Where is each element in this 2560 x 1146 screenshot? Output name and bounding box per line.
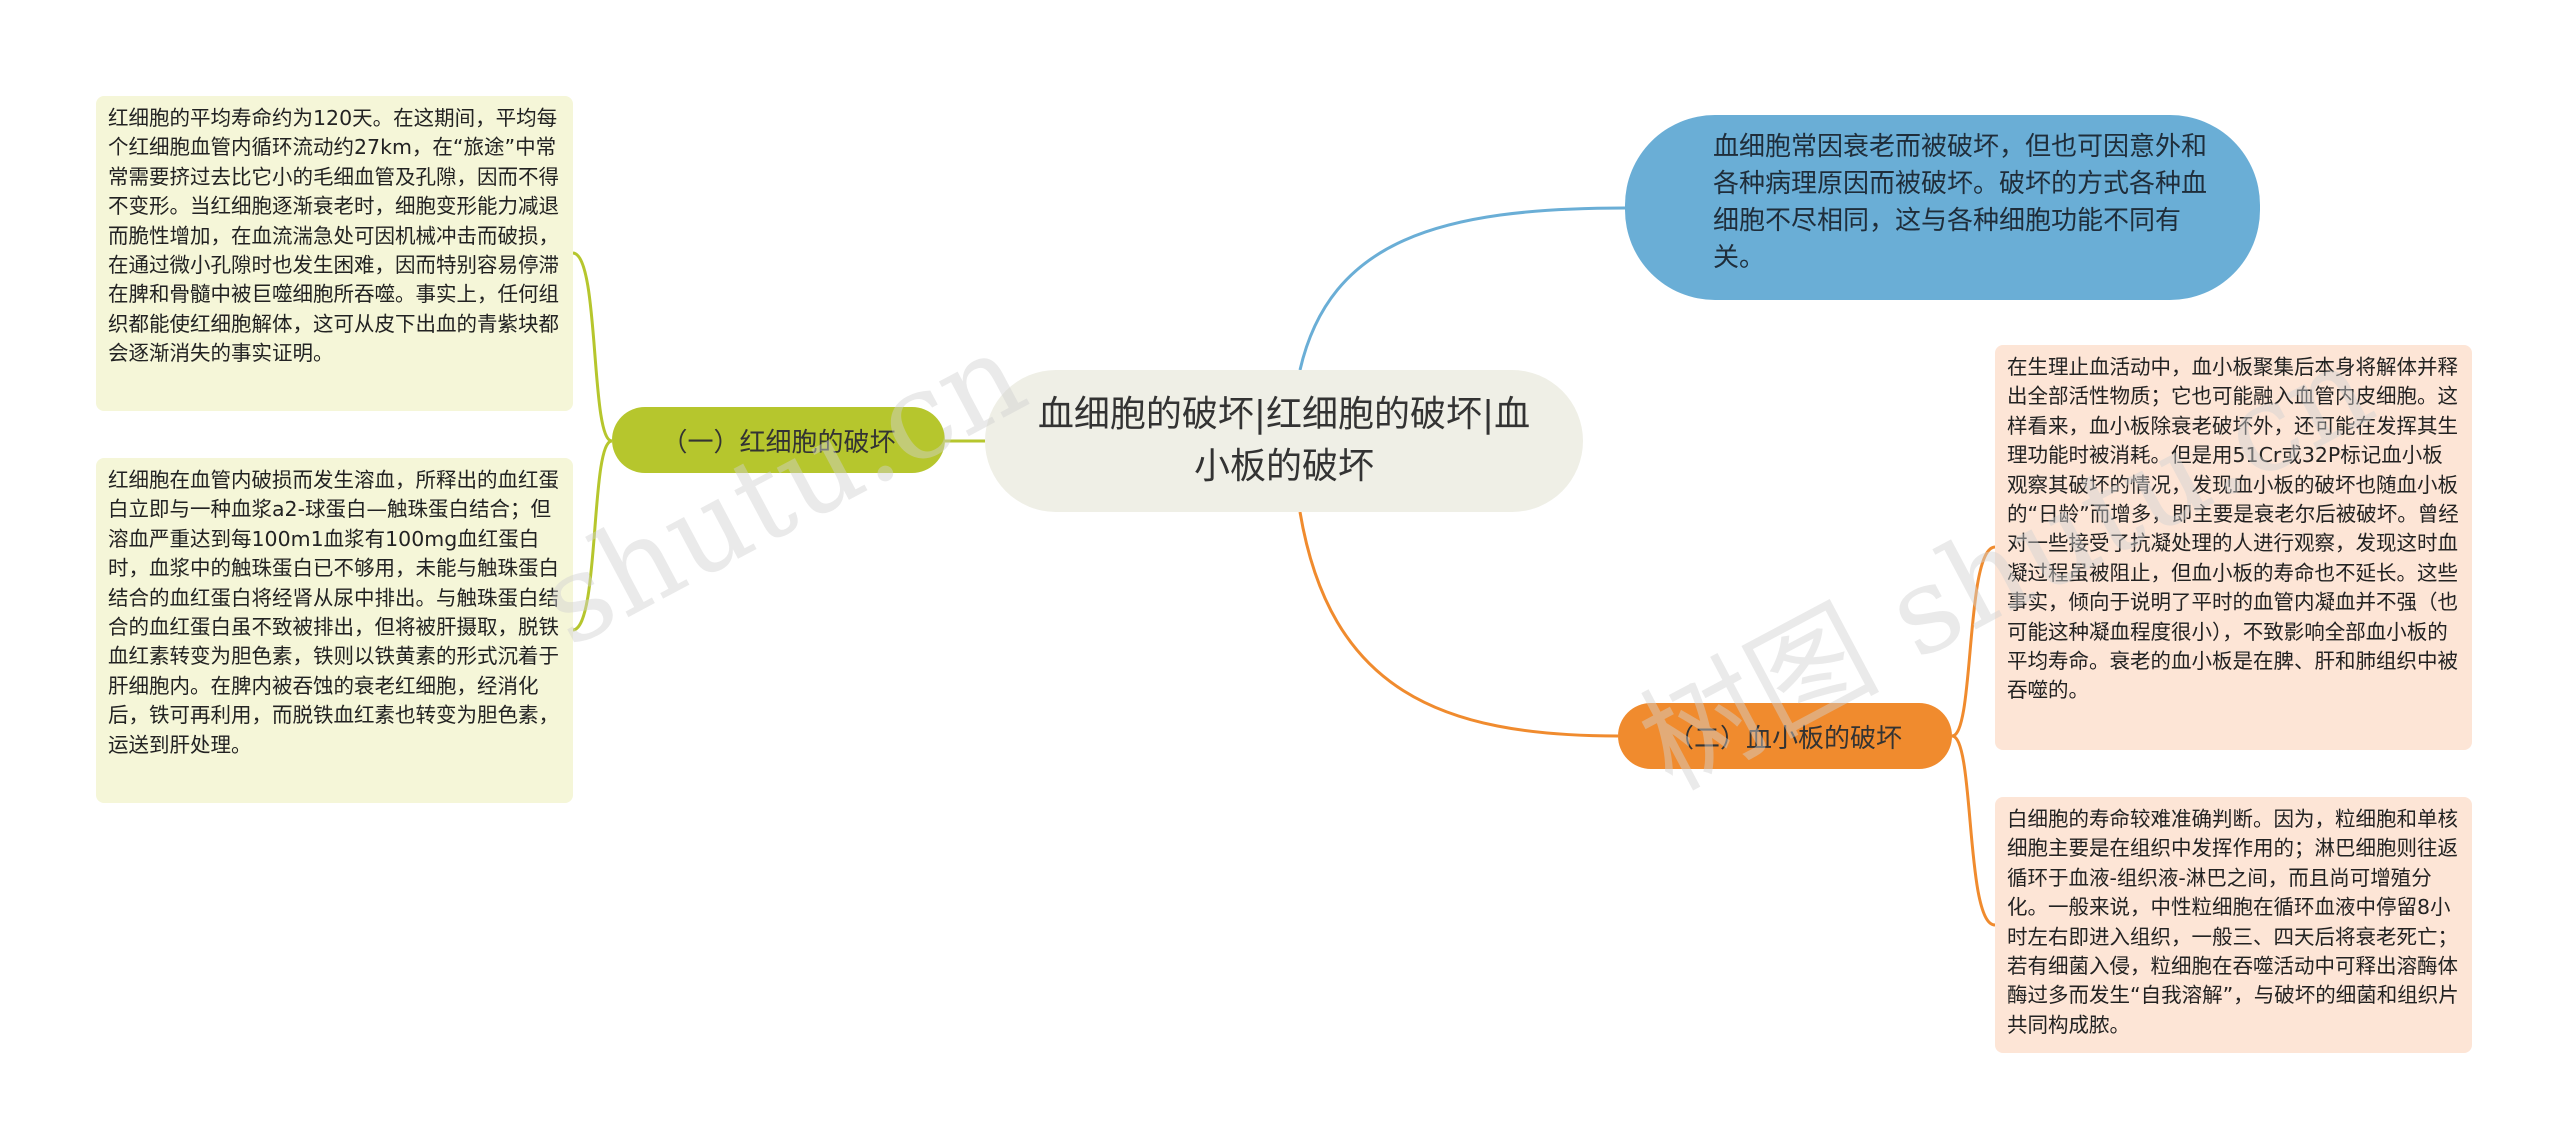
intro-topic[interactable]: 血细胞常因衰老而被破坏，但也可因意外和各种病理原因而被破坏。破坏的方式各种血细胞… — [1625, 115, 2260, 300]
intro-text: 血细胞常因衰老而被破坏，但也可因意外和各种病理原因而被破坏。破坏的方式各种血细胞… — [1713, 132, 2208, 273]
root-topic[interactable]: 血细胞的破坏|红细胞的破坏|血小板的破坏 — [985, 370, 1583, 512]
connector-rbc-to-leaf2 — [572, 439, 613, 632]
connector-platelet-to-leaf2 — [1951, 734, 1996, 927]
leaf-text: 红细胞在血管内破损而发生溶血，所释出的血红蛋白立即与一种血浆a2-球蛋白—触珠蛋… — [108, 468, 559, 757]
connector-platelet-to-leaf1 — [1951, 545, 1996, 738]
leaf-text: 白细胞的寿命较难准确判断。因为，粒细胞和单核细胞主要是在组织中发挥作用的；淋巴细… — [2007, 807, 2459, 1037]
leaf-rbc-hemolysis[interactable]: 红细胞在血管内破损而发生溶血，所释出的血红蛋白立即与一种血浆a2-球蛋白—触珠蛋… — [96, 458, 573, 803]
leaf-rbc-lifespan[interactable]: 红细胞的平均寿命约为120天。在这期间，平均每个红细胞血管内循环流动约27km，… — [96, 96, 573, 411]
leaf-leukocyte-lifespan[interactable]: 白细胞的寿命较难准确判断。因为，粒细胞和单核细胞主要是在组织中发挥作用的；淋巴细… — [1995, 797, 2472, 1053]
branch-label: （一）红细胞的破坏 — [661, 427, 896, 458]
branch-rbc-destruction[interactable]: （一）红细胞的破坏 — [612, 407, 945, 473]
leaf-platelet-lifespan[interactable]: 在生理止血活动中，血小板聚集后本身将解体并释出全部活性物质；它也可能融入血管内皮… — [1995, 345, 2472, 750]
root-title: 血细胞的破坏|红细胞的破坏|血小板的破坏 — [1037, 394, 1531, 487]
branch-label: （二）血小板的破坏 — [1667, 723, 1902, 754]
connector-root-to-platelet — [1298, 511, 1619, 738]
branch-platelet-destruction[interactable]: （二）血小板的破坏 — [1618, 703, 1952, 769]
leaf-text: 红细胞的平均寿命约为120天。在这期间，平均每个红细胞血管内循环流动约27km，… — [108, 106, 559, 366]
connector-root-to-intro — [1298, 206, 1626, 371]
connector-rbc-to-leaf1 — [572, 251, 613, 443]
leaf-text: 在生理止血活动中，血小板聚集后本身将解体并释出全部活性物质；它也可能融入血管内皮… — [2007, 355, 2459, 703]
